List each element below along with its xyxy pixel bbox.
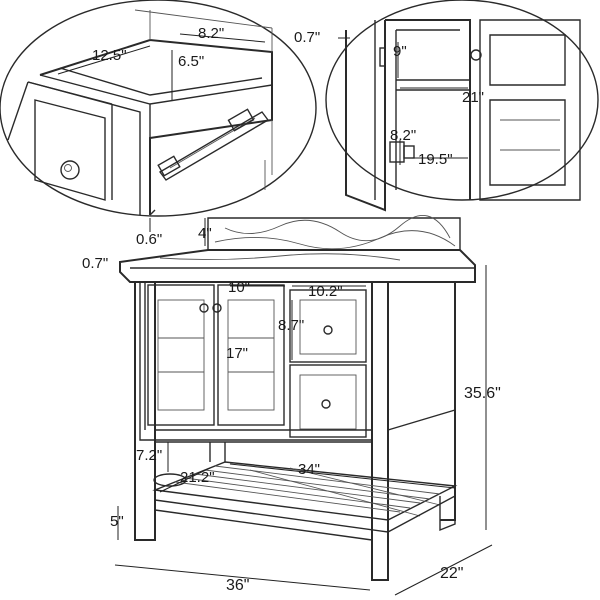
total-depth-label: 22" xyxy=(440,565,464,582)
drawer-height-label: 6.5" xyxy=(178,53,205,70)
drawer-front-width-label: 10.2" xyxy=(308,283,343,300)
cabinet-inner-width-label: 21" xyxy=(462,89,485,106)
cabinet-inner-height-label: 8.2" xyxy=(390,127,417,144)
drawer-detail-inset xyxy=(0,0,317,232)
total-width-label: 36" xyxy=(226,577,250,594)
drawer-width-label: 8.2" xyxy=(198,25,225,42)
drawer-front-height-label: 8.7" xyxy=(278,317,305,334)
shelf-clearance-label: 7.2" xyxy=(136,447,163,464)
vanity-main-view xyxy=(114,215,493,596)
drawer-front-thickness-label: 0.6" xyxy=(136,231,163,248)
backsplash-height-label: 4" xyxy=(198,225,212,242)
leg-clearance-label: 5" xyxy=(110,513,124,530)
shelf-gap-label: 9" xyxy=(393,43,407,60)
door-width-label: 10" xyxy=(228,279,251,296)
cabinet-interior-inset xyxy=(325,0,599,212)
door-height-label: 17" xyxy=(226,345,249,362)
top-thickness-label: 0.7" xyxy=(82,255,109,272)
drawer-depth-label: 12.5" xyxy=(92,47,127,64)
door-panel-thickness-label: 0.7" xyxy=(294,29,321,46)
cabinet-inner-depth-label: 19.5" xyxy=(418,151,453,168)
shelf-width-label: 34" xyxy=(298,461,321,478)
shelf-depth-label: 21.2" xyxy=(180,469,215,486)
total-height-label: 35.6" xyxy=(464,385,501,402)
